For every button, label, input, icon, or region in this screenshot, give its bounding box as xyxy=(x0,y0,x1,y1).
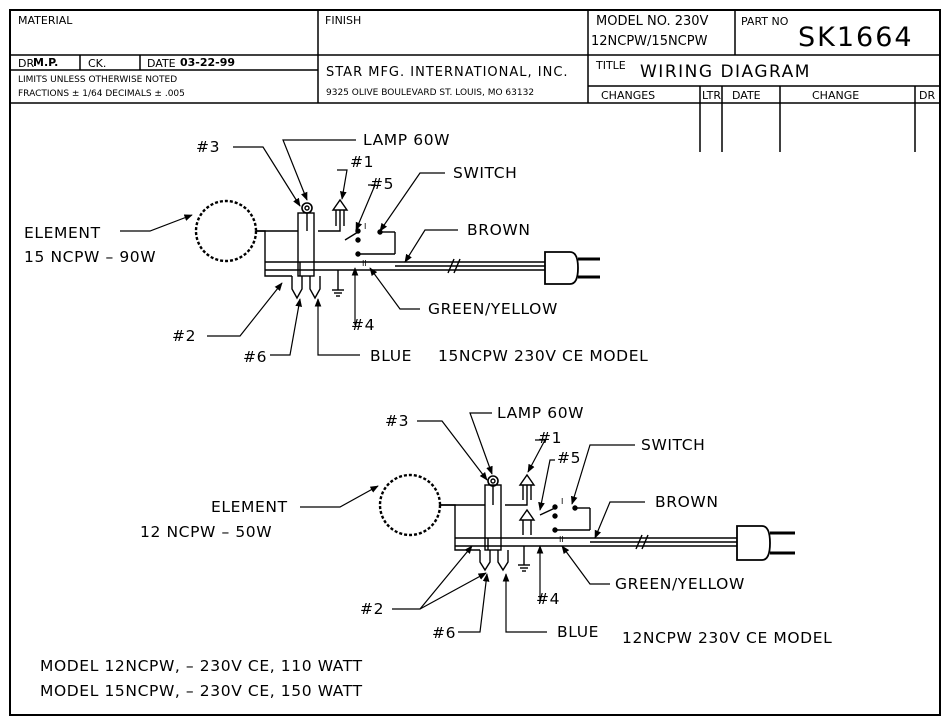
rev-header-dr: DR xyxy=(919,89,935,102)
diagram-15ncpw-leaders xyxy=(120,139,458,356)
bottom-label-n4: #4 xyxy=(536,590,560,608)
bottom-label-n2: #2 xyxy=(360,600,384,618)
part-label: PART NO xyxy=(741,15,789,28)
date-label: DATE xyxy=(147,57,176,70)
sheet-border xyxy=(9,9,941,716)
heating-element-symbol-2 xyxy=(378,473,442,537)
note-line-1: MODEL 12NCPW, – 230V CE, 110 WATT xyxy=(40,657,363,675)
top-label-element: ELEMENT xyxy=(24,224,101,242)
drawing-title: WIRING DIAGRAM xyxy=(640,62,811,82)
top-label-n5: #5 xyxy=(370,175,394,193)
top-label-lamp: LAMP 60W xyxy=(363,131,450,149)
bottom-label-switch: SWITCH xyxy=(641,436,705,454)
date-value: 03-22-99 xyxy=(180,56,235,69)
revision-headers: CHANGES LTR DATE CHANGE DR xyxy=(601,89,935,102)
company-address: 9325 OLIVE BOULEVARD ST. LOUIS, MO 63132 xyxy=(326,88,534,98)
diagram-12ncpw-leaders xyxy=(300,412,645,633)
bottom-label-n5: #5 xyxy=(557,449,581,467)
rev-header-change: CHANGE xyxy=(812,89,859,102)
top-label-n4: #4 xyxy=(351,316,375,334)
finish-label: FINISH xyxy=(325,14,361,27)
rev-header-ltr: LTR xyxy=(702,89,721,102)
rev-header-changes: CHANGES xyxy=(601,89,655,102)
limits-line-2: FRACTIONS ± 1/64 DECIMALS ± .005 xyxy=(18,89,185,99)
heating-element-symbol xyxy=(194,199,258,263)
top-label-n1: #1 xyxy=(350,153,374,171)
top-switch-pos-2: II xyxy=(362,259,367,268)
top-label-brown: BROWN xyxy=(467,221,531,239)
bottom-label-green-yellow: GREEN/YELLOW xyxy=(615,575,745,593)
top-label-n2: #2 xyxy=(172,327,196,345)
model-label: MODEL NO. 230V xyxy=(596,14,709,29)
diagram-15ncpw xyxy=(194,198,600,300)
title-label: TITLE xyxy=(595,59,626,72)
title-block xyxy=(10,10,940,152)
bottom-label-lamp: LAMP 60W xyxy=(497,404,584,422)
model-value: 12NCPW/15NCPW xyxy=(591,34,708,49)
drawn-by-value: M.P. xyxy=(33,56,58,69)
top-label-green-yellow: GREEN/YELLOW xyxy=(428,300,558,318)
diagram-12ncpw xyxy=(378,473,795,572)
top-label-element-spec: 15 NCPW – 90W xyxy=(24,248,156,266)
bottom-label-element-spec: 12 NCPW – 50W xyxy=(140,523,272,541)
bottom-label-n1: #1 xyxy=(538,429,562,447)
top-label-n6: #6 xyxy=(243,348,267,366)
top-label-switch: SWITCH xyxy=(453,164,517,182)
part-number: SK1664 xyxy=(798,22,914,53)
bottom-switch-pos-2: II xyxy=(559,535,564,544)
material-label: MATERIAL xyxy=(18,14,73,27)
bottom-label-brown: BROWN xyxy=(655,493,719,511)
checked-label: CK. xyxy=(88,57,106,70)
drawn-by-label: DR xyxy=(18,57,34,70)
bottom-switch-pos-1: I xyxy=(561,497,563,506)
bottom-label-blue: BLUE xyxy=(557,623,599,641)
top-model-caption: 15NCPW 230V CE MODEL xyxy=(438,347,648,365)
top-label-n3: #3 xyxy=(196,138,220,156)
top-label-blue: BLUE xyxy=(370,347,412,365)
limits-line-1: LIMITS UNLESS OTHERWISE NOTED xyxy=(18,75,177,85)
bottom-label-element: ELEMENT xyxy=(211,498,288,516)
note-line-2: MODEL 15NCPW, – 230V CE, 150 WATT xyxy=(40,682,363,700)
company-name: STAR MFG. INTERNATIONAL, INC. xyxy=(326,65,569,80)
rev-header-date: DATE xyxy=(732,89,761,102)
bottom-model-caption: 12NCPW 230V CE MODEL xyxy=(622,629,832,647)
bottom-label-n6: #6 xyxy=(432,624,456,642)
lamp-symbol xyxy=(301,202,313,214)
bottom-label-n3: #3 xyxy=(385,412,409,430)
top-switch-pos-1: I xyxy=(364,222,366,231)
